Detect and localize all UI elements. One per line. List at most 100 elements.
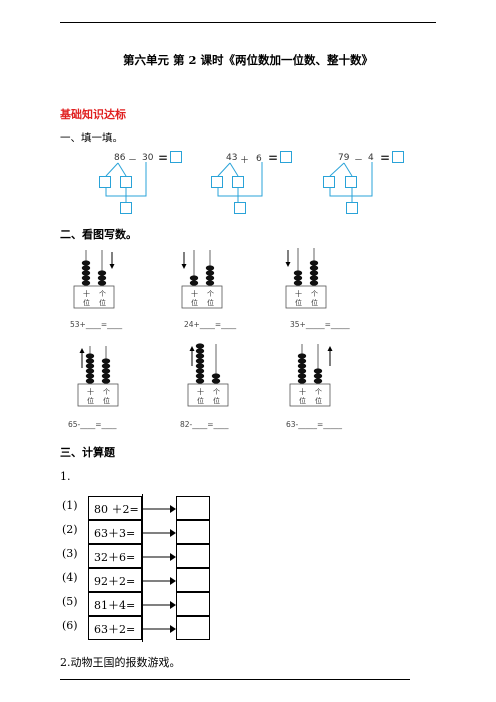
svg-text:位: 位 (99, 298, 106, 307)
svg-text:位: 位 (213, 396, 220, 405)
abacus-bead (309, 265, 319, 271)
calc-answer-box[interactable] (176, 520, 210, 544)
abacus-1: 十个位位 (73, 250, 115, 309)
q1-item-2-sum-box[interactable] (234, 202, 246, 214)
svg-text:个: 个 (103, 388, 110, 396)
svg-text:位: 位 (83, 298, 90, 307)
q1-item-3-sum-box[interactable] (346, 202, 358, 214)
abacus-bead (195, 348, 205, 354)
abacus-5: 十个位位 (187, 343, 229, 407)
q1-item-2-split-box-2[interactable] (232, 176, 244, 188)
calc-answer-box[interactable] (176, 568, 210, 592)
q1-item-1-op: － (128, 156, 138, 166)
q2-row2-item-2[interactable]: 82-____=____ (180, 420, 229, 429)
calc-row-expression-cell (88, 520, 142, 544)
abacus-bead (297, 373, 307, 379)
q1-item-1-split-box-2[interactable] (120, 176, 132, 188)
abacus-bead (195, 363, 205, 369)
q2-row1-item-2[interactable]: 24+____=____ (184, 320, 237, 329)
q2-row2-item-3[interactable]: 63-_____=_____ (286, 420, 343, 429)
abacus-bead (297, 353, 307, 359)
q1-item-3-split-box-2[interactable] (345, 176, 357, 188)
abacus-bead (195, 353, 205, 359)
abacus-bead (205, 265, 215, 271)
svg-text:十: 十 (197, 387, 204, 396)
abacus-bead (189, 280, 199, 286)
right-arrow-icon (142, 577, 176, 585)
abacus-bead (85, 358, 95, 364)
page-title: 第六单元 第 2 课时《两位数加一位数、整十数》 (122, 53, 373, 67)
q1-item-2-a: 43 (226, 153, 238, 163)
svg-text:个: 个 (213, 388, 220, 396)
q3-heading: 三、计算题 (60, 446, 115, 459)
q2-row1-item-3[interactable]: 35+_____=_____ (290, 320, 350, 329)
abacus-bead (85, 378, 95, 384)
calc-answer-box[interactable] (176, 592, 210, 616)
svg-text:十: 十 (83, 289, 90, 298)
calc-row-label: (2) (62, 523, 78, 536)
abacus-bead (85, 363, 95, 369)
right-arrow-icon (142, 601, 176, 609)
q1-item-1-b: 30 (142, 153, 154, 163)
svg-text:十: 十 (191, 289, 198, 298)
top-rule (60, 22, 436, 23)
calc-row-expression: 32＋6= (94, 551, 136, 564)
abacus-bead (211, 378, 221, 384)
svg-text:位: 位 (103, 396, 110, 405)
abacus-bead (293, 275, 303, 281)
calc-left-frame (142, 494, 143, 642)
q1-item-1-sum-box[interactable] (120, 202, 132, 214)
svg-text:十: 十 (299, 387, 306, 396)
calc-row-label: (5) (62, 595, 78, 608)
abacus-bead (85, 368, 95, 374)
abacus-bead (81, 270, 91, 276)
abacus-bead (293, 280, 303, 286)
svg-text:位: 位 (191, 298, 198, 307)
section-basic-heading: 基础知识达标 (60, 108, 126, 121)
abacus-bead (309, 275, 319, 281)
q1-item-3-split-box-1[interactable] (323, 176, 335, 188)
q1-item-1-split-box-1[interactable] (99, 176, 111, 188)
q1-item-2-split-box-1[interactable] (211, 176, 223, 188)
q1-item-2-connectors (217, 162, 263, 202)
right-arrow-icon (142, 625, 176, 633)
calc-row-expression-cell (88, 496, 142, 520)
abacus-bead (313, 373, 323, 379)
calc-answer-box[interactable] (176, 616, 210, 640)
svg-text:位: 位 (299, 396, 306, 405)
calc-row-expression-cell (88, 544, 142, 568)
abacus-bead (195, 358, 205, 364)
q1-item-2-b: 6 (256, 154, 262, 164)
calc-row-expression: 63＋2= (94, 623, 136, 636)
abacus-bead (97, 280, 107, 286)
abacus-bead (211, 373, 221, 379)
q2-row1-item-1[interactable]: 53+____=____ (70, 320, 123, 329)
svg-text:位: 位 (295, 298, 302, 307)
svg-text:位: 位 (315, 396, 322, 405)
q1-item-3-eq: = (380, 151, 391, 165)
abacus-bead (297, 358, 307, 364)
abacus-bead (309, 280, 319, 286)
abacus-bead (195, 368, 205, 374)
q1-item-3-answer-box[interactable] (392, 151, 404, 163)
calc-row-expression: 92＋2= (94, 575, 136, 588)
calc-answer-box[interactable] (176, 496, 210, 520)
abacus-2: 十个位位 (181, 250, 223, 309)
q1-item-1-answer-box[interactable] (170, 151, 182, 163)
abacus-4: 十个位位 (77, 346, 119, 407)
calc-row-label: (4) (62, 571, 78, 584)
q1-item-2-answer-box[interactable] (280, 151, 292, 163)
svg-text:十: 十 (87, 387, 94, 396)
right-arrow-icon (142, 505, 176, 513)
q2-row2-item-1[interactable]: 65-____=____ (68, 420, 117, 429)
abacus-bead (189, 275, 199, 281)
abacus-bead (195, 343, 205, 349)
abacus-3: 十个位位 (285, 248, 327, 309)
calc-answer-box[interactable] (176, 544, 210, 568)
svg-text:个: 个 (207, 290, 214, 298)
abacus-bead (101, 373, 111, 379)
abacus-bead (97, 270, 107, 276)
q2-heading: 二、看图写数。 (60, 228, 137, 241)
svg-text:个: 个 (315, 388, 322, 396)
abacus-bead (205, 270, 215, 276)
